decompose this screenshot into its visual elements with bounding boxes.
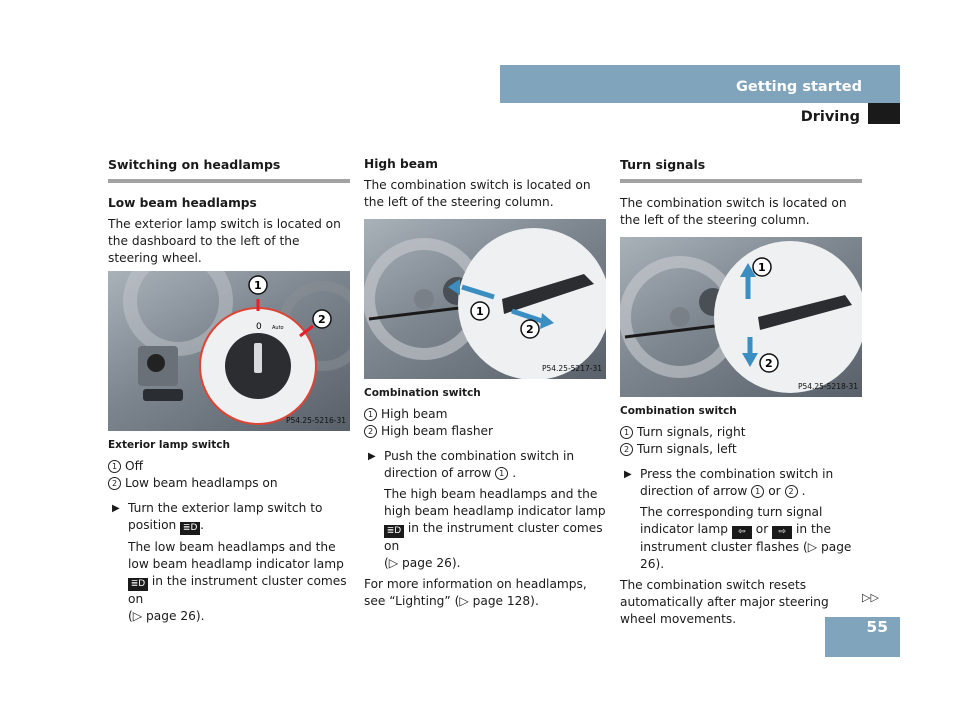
- high-beam-illustration: 1 2: [364, 228, 606, 379]
- figure-code: P54.25-5217-31: [541, 364, 602, 373]
- intro-text: The combination switch is located on the…: [364, 178, 591, 209]
- page-number: 55: [866, 618, 888, 636]
- low-beam-icon: ≣D: [180, 522, 201, 535]
- column-turn-signals: Turn signals The combination switch is l…: [620, 156, 862, 632]
- callout-2: 2: [526, 323, 534, 336]
- instruction-step: ▶ Press the combination switch in direct…: [624, 467, 834, 498]
- header-subtitle: Driving: [800, 109, 860, 125]
- switch-off-label: 0: [256, 322, 262, 332]
- switch-auto-label: Auto: [272, 325, 284, 331]
- figure-caption: Exterior lamp switch: [108, 439, 230, 451]
- callout-2: 2: [765, 357, 773, 370]
- step-result: The corresponding turn signal indicator …: [640, 505, 852, 571]
- header-bar: Getting started: [500, 65, 900, 103]
- intro-text: The exterior lamp switch is located on t…: [108, 217, 341, 265]
- figure-caption: Combination switch: [364, 387, 481, 399]
- column-high-beam: High beam The combination switch is loca…: [364, 156, 606, 614]
- turn-signal-illustration: 1 2: [620, 241, 862, 393]
- step-arrow-icon: ▶: [624, 469, 632, 480]
- section-title: Switching on headlamps: [108, 157, 281, 172]
- step-result: The high beam headlamps and the high bea…: [384, 487, 606, 570]
- section-rule: [620, 179, 862, 183]
- section-rule: [108, 179, 350, 183]
- turn-signal-figure: 1 2 P54.25-5218-31: [620, 237, 862, 397]
- page-number-box: 55: [825, 617, 900, 657]
- turn-left-indicator-icon: ⇦: [731, 526, 752, 539]
- step-arrow-icon: ▶: [112, 503, 120, 514]
- step-arrow-icon: ▶: [368, 451, 376, 462]
- lamp-switch-illustration: 0 Auto 1 2: [123, 271, 350, 425]
- instruction-step: ▶ Turn the exterior lamp switch to posit…: [112, 501, 323, 535]
- high-beam-figure: 1 2 P54.25-5217-31: [364, 219, 606, 379]
- figure-code: P54.25-5216-31: [285, 416, 346, 425]
- section-title: Turn signals: [620, 157, 706, 172]
- more-info-text: For more information on headlamps, see “…: [364, 577, 587, 608]
- high-beam-indicator-icon: ≣D: [384, 525, 404, 538]
- callout-1: 1: [758, 261, 766, 274]
- subheading: Low beam headlamps: [108, 196, 257, 210]
- callout-1: 1: [476, 305, 484, 318]
- callout-1: 1: [254, 279, 262, 292]
- instruction-step: ▶ Push the combination switch in directi…: [368, 449, 575, 480]
- exterior-lamp-switch-figure: 0 Auto 1 2 P54.25-5216-31: [108, 271, 350, 431]
- reset-text: The combination switch resets automatica…: [620, 578, 829, 626]
- intro-text: The combination switch is located on the…: [620, 196, 847, 227]
- callout-2: 2: [318, 313, 326, 326]
- continue-mark: ▷▷: [862, 591, 879, 604]
- header-marker: [868, 103, 900, 124]
- figure-caption: Combination switch: [620, 405, 737, 417]
- turn-right-indicator-icon: ⇨: [772, 526, 793, 539]
- step-result: The low beam headlamps and the low beam …: [128, 540, 347, 623]
- subheading: High beam: [364, 157, 438, 171]
- column-headlamps: Switching on headlamps Low beam headlamp…: [108, 156, 350, 629]
- low-beam-indicator-icon: ≣D: [128, 578, 148, 591]
- header-title: Getting started: [736, 79, 862, 95]
- figure-code: P54.25-5218-31: [797, 382, 858, 391]
